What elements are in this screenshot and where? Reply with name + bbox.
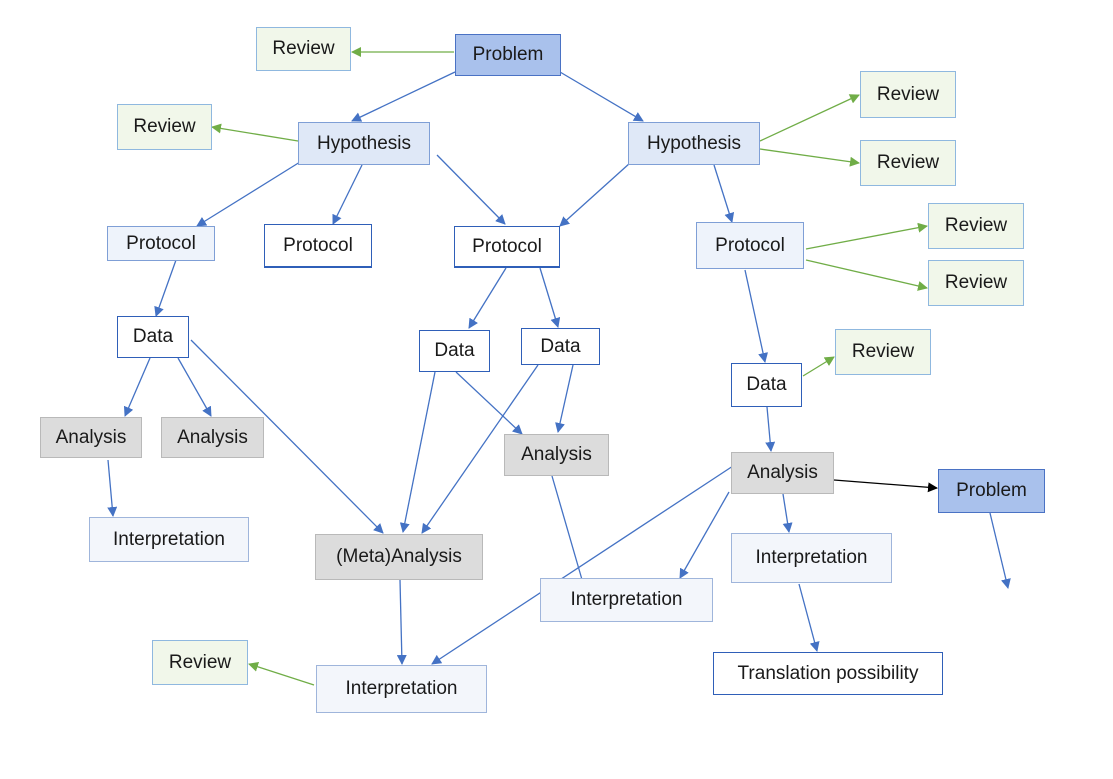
arrow-protocol-4-to-data-4 xyxy=(744,269,768,363)
arrow-analysis-4-to-interpretation-4 xyxy=(782,493,793,533)
arrow-data-2-to-meta-analysis xyxy=(399,371,436,533)
analysis-node: Analysis xyxy=(731,452,834,494)
arrow-interpretation-2-to-review-bottom xyxy=(248,662,315,686)
arrow-hypothesis-left-to-review-left xyxy=(211,123,299,142)
data-node: Data xyxy=(521,328,600,365)
protocol-node: Protocol xyxy=(264,224,372,268)
arrow-interpretation-4-to-translation xyxy=(798,583,820,652)
arrow-hypothesis-left-to-protocol-1 xyxy=(196,161,301,227)
arrow-meta-analysis-to-interpretation-2 xyxy=(396,579,407,665)
arrow-data-3-to-analysis-3 xyxy=(555,364,574,433)
review-node: Review xyxy=(152,640,248,685)
hypothesis-node: Hypothesis xyxy=(298,122,430,165)
arrow-hypothesis-right-to-protocol-3 xyxy=(559,162,631,227)
review-node: Review xyxy=(928,260,1024,306)
arrow-hypothesis-right-to-review-r2 xyxy=(759,148,860,167)
hypothesis-node: Hypothesis xyxy=(628,122,760,165)
protocol-node: Protocol xyxy=(454,226,560,268)
problem-node: Problem xyxy=(455,34,561,76)
data-node: Data xyxy=(731,363,802,407)
arrow-data-2-to-analysis-3 xyxy=(455,371,523,435)
interpretation-node: Interpretation xyxy=(731,533,892,583)
arrow-protocol-3-to-data-2 xyxy=(468,267,507,329)
arrow-data-1-to-meta-analysis xyxy=(190,339,384,534)
analysis-node: Analysis xyxy=(504,434,609,476)
interpretation-node: Interpretation xyxy=(540,578,713,622)
arrow-data-4-to-analysis-4 xyxy=(765,406,776,452)
review-node: Review xyxy=(117,104,212,150)
translation-possibility-node: Translation possibility xyxy=(713,652,943,695)
review-node: Review xyxy=(256,27,351,71)
arrow-hypothesis-left-to-protocol-3 xyxy=(436,154,506,225)
arrow-analysis-1-to-interpretation-1 xyxy=(107,459,118,517)
arrow-data-4-to-review-r5 xyxy=(802,356,835,377)
arrow-analysis-3-to-interpretation-3 xyxy=(551,475,588,591)
arrow-protocol-3-to-data-3 xyxy=(539,267,561,328)
analysis-node: Analysis xyxy=(161,417,264,458)
arrow-protocol-4-to-review-r4 xyxy=(805,259,928,291)
arrow-data-1-to-analysis-2 xyxy=(177,357,212,417)
data-node: Data xyxy=(419,330,490,372)
arrow-problem-right-outgoing xyxy=(989,512,1011,589)
arrow-hypothesis-right-to-review-r1 xyxy=(759,94,860,142)
data-node: Data xyxy=(117,316,189,358)
arrow-analysis-4-to-interpretation-2 xyxy=(431,465,734,665)
interpretation-node: Interpretation xyxy=(89,517,249,562)
arrow-hypothesis-left-to-protocol-2 xyxy=(332,164,363,225)
arrow-data-1-to-analysis-1 xyxy=(123,357,151,417)
arrow-problem-to-hypothesis-right xyxy=(559,71,644,122)
review-node: Review xyxy=(860,140,956,186)
arrow-problem-to-hypothesis-left xyxy=(351,71,456,122)
protocol-node: Protocol xyxy=(696,222,804,269)
arrow-protocol-1-to-data-1 xyxy=(154,259,177,317)
analysis-node: Analysis xyxy=(40,417,142,458)
meta-analysis-node: (Meta)Analysis xyxy=(315,534,483,580)
review-node: Review xyxy=(835,329,931,375)
arrow-analysis-4-to-interpretation-3 xyxy=(679,491,730,579)
interpretation-node: Interpretation xyxy=(316,665,487,713)
problem-node: Problem xyxy=(938,469,1045,513)
arrow-protocol-4-to-review-r3 xyxy=(805,222,928,250)
protocol-node: Protocol xyxy=(107,226,215,261)
arrow-hypothesis-right-to-protocol-4 xyxy=(713,164,735,223)
arrow-analysis-4-to-problem-right xyxy=(833,479,938,493)
arrow-data-3-to-meta-analysis xyxy=(421,364,539,534)
review-node: Review xyxy=(928,203,1024,249)
review-node: Review xyxy=(860,71,956,118)
